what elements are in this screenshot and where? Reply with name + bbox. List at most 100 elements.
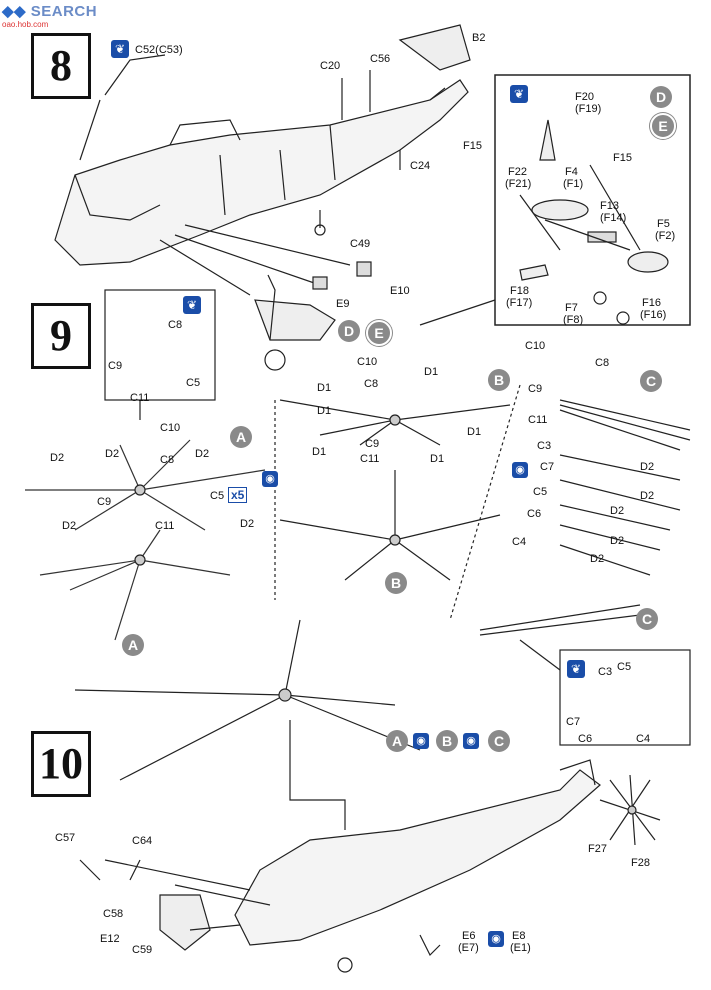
- variant-badge-a: A: [230, 426, 252, 448]
- part-label: (F2): [655, 230, 676, 242]
- part-label: C20: [320, 60, 341, 72]
- part-label: B2: [472, 32, 486, 44]
- glue-icon: ❦: [567, 660, 585, 678]
- part-label: C5: [210, 490, 225, 502]
- part-label: C9: [97, 496, 112, 508]
- watermark-brand: SEARCH: [30, 3, 98, 20]
- version-badge: D: [650, 86, 672, 108]
- part-label: F7: [565, 302, 578, 314]
- part-label: (F19): [575, 103, 602, 115]
- reverse-side-icon: ◉: [413, 733, 429, 749]
- part-label: D2: [610, 505, 625, 517]
- variant-badge-b: B: [436, 730, 458, 752]
- part-label: F15: [463, 140, 482, 152]
- part-label: C7: [540, 461, 555, 473]
- part-label: C5: [533, 486, 548, 498]
- reverse-side-icon: ◉: [488, 931, 504, 947]
- part-label: C11: [130, 392, 150, 404]
- part-label: D2: [640, 461, 655, 473]
- part-label: (E1): [510, 942, 531, 954]
- part-label: D2: [640, 490, 655, 502]
- step-number-10: 10: [31, 731, 91, 797]
- part-label: F4: [565, 166, 578, 178]
- part-label: D2: [50, 452, 65, 464]
- variant-badge-a: A: [122, 634, 144, 656]
- part-label: C11: [528, 414, 548, 426]
- part-label: E12: [100, 933, 120, 945]
- part-label: D1: [467, 426, 482, 438]
- part-label: D1: [317, 382, 332, 394]
- quantity-multiplier: x5: [228, 487, 248, 503]
- part-label: C7: [566, 716, 581, 728]
- part-label: F5: [657, 218, 670, 230]
- part-label: (F14): [600, 212, 627, 224]
- reverse-side-icon: ◉: [262, 471, 278, 487]
- part-label: C58: [103, 908, 124, 920]
- part-label: C11: [155, 520, 175, 532]
- step-number-9: 9: [31, 303, 91, 369]
- part-label: C8: [595, 357, 610, 369]
- part-label: (F17): [506, 297, 533, 309]
- part-label: C59: [132, 944, 153, 956]
- part-label: C64: [132, 835, 153, 847]
- part-label: D2: [610, 535, 625, 547]
- part-label: C6: [578, 733, 593, 745]
- part-label: C5: [617, 661, 632, 673]
- part-label: C9: [528, 383, 543, 395]
- variant-badge-c: C: [640, 370, 662, 392]
- part-label: F15: [613, 152, 632, 164]
- part-label: C56: [370, 53, 391, 65]
- variant-badge-a: A: [386, 730, 408, 752]
- glue-icon: ❦: [111, 40, 129, 58]
- version-badge: E: [366, 320, 392, 346]
- part-label: C57: [55, 832, 76, 844]
- part-label: D1: [424, 366, 439, 378]
- part-label: (F8): [563, 314, 584, 326]
- part-label: D2: [62, 520, 77, 532]
- glue-icon: ❦: [183, 296, 201, 314]
- part-label: E6: [462, 930, 476, 942]
- part-label: E8: [512, 930, 526, 942]
- part-label: F18: [510, 285, 529, 297]
- part-label: D2: [105, 448, 120, 460]
- part-label: C8: [168, 319, 183, 331]
- part-label: C5: [186, 377, 201, 389]
- part-label: C3: [537, 440, 552, 452]
- part-label: D1: [312, 446, 327, 458]
- variant-badge-c: C: [488, 730, 510, 752]
- part-label: C8: [160, 454, 175, 466]
- part-label: F27: [588, 843, 607, 855]
- variant-badge-c: C: [636, 608, 658, 630]
- part-label: C4: [636, 733, 651, 745]
- part-label: C24: [410, 160, 431, 172]
- part-label: F16: [642, 297, 661, 309]
- part-label: C3: [598, 666, 613, 678]
- part-label: C10: [525, 340, 546, 352]
- version-badge: E: [650, 113, 676, 139]
- part-label: C10: [160, 422, 181, 434]
- part-label: F13: [600, 200, 619, 212]
- part-label: D2: [195, 448, 210, 460]
- part-label: (E7): [458, 942, 479, 954]
- reverse-side-icon: ◉: [463, 733, 479, 749]
- part-label: C9: [365, 438, 380, 450]
- reverse-side-icon: ◉: [512, 462, 528, 478]
- watermark-logo: ◆◆ SEARCH: [2, 3, 98, 20]
- variant-badge-b: B: [488, 369, 510, 391]
- step-number-8: 8: [31, 33, 91, 99]
- part-label: F20: [575, 91, 594, 103]
- part-label: F28: [631, 857, 650, 869]
- part-label: C10: [357, 356, 378, 368]
- part-label: C9: [108, 360, 123, 372]
- version-badge: D: [338, 320, 360, 342]
- part-label: C11: [360, 453, 380, 465]
- part-label: F22: [508, 166, 527, 178]
- part-label: D1: [430, 453, 445, 465]
- part-label: (F1): [563, 178, 584, 190]
- part-label: (F16): [640, 309, 667, 321]
- part-label: C52(C53): [135, 44, 183, 56]
- part-label: E10: [390, 285, 410, 297]
- part-label: D1: [317, 405, 332, 417]
